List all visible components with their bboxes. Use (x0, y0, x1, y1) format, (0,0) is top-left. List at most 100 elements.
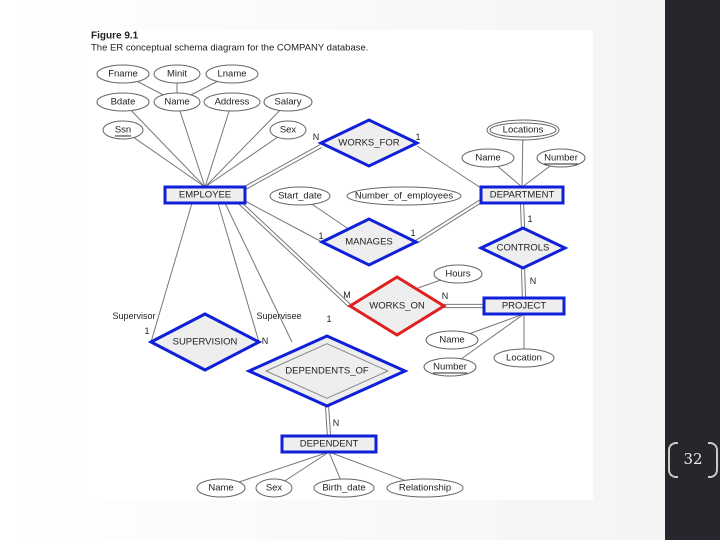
entity-employee (163, 185, 247, 205)
attribute-label-dep-name: Name (208, 483, 233, 494)
attribute-label-relationship: Relationship (399, 483, 451, 494)
edge-dependents-of-dependent (324, 406, 328, 437)
relationship-works-on (347, 275, 447, 337)
attribute-label-proj-name: Name (439, 335, 464, 346)
cardinality-do-n: N (333, 418, 340, 428)
figure-caption: The ER conceptual schema diagram for the… (91, 43, 368, 54)
edge-employee-manages (244, 200, 323, 243)
attribute-bdate (96, 92, 150, 112)
relationship-label-supervision: SUPERVISION (173, 337, 238, 348)
attribute-label-hours: Hours (445, 269, 471, 280)
edge-employee-bdate (122, 101, 206, 188)
cardinality-mg-1a: 1 (318, 231, 323, 241)
relationship-controls (477, 226, 569, 270)
relationship-label-manages: MANAGES (345, 237, 393, 248)
edge-employee-ssn (122, 129, 206, 188)
page-number-badge: 32 (668, 442, 718, 478)
attribute-birth-date (313, 478, 375, 498)
edge-employee-address (204, 101, 233, 188)
relationship-label-controls: CONTROLS (497, 243, 550, 254)
relationship-label-dependents-of: DEPENDENTS_OF (285, 366, 369, 377)
attribute-label-proj-number: Number (433, 362, 467, 373)
attribute-inner-ring (489, 122, 557, 138)
cardinality-sv-n: N (262, 336, 269, 346)
role-supervisor: Supervisor (112, 311, 155, 321)
attribute-salary (263, 92, 313, 112)
attribute-dep-sex (255, 478, 293, 498)
edge-department-controls (523, 202, 526, 228)
attribute-label-dept-name: Name (475, 153, 500, 164)
attribute-dep-name (196, 478, 246, 498)
entity-label-dependent: DEPENDENT (300, 439, 359, 450)
entity-project (482, 296, 566, 316)
attribute-name (153, 92, 201, 112)
edge-employee-dependents-of (224, 202, 293, 343)
attribute-label-salary: Salary (275, 97, 302, 108)
edge-employee-sex (204, 129, 289, 188)
figure-number: Figure 9.1 (91, 31, 139, 42)
edge-employee-works-for (245, 146, 323, 190)
edge-manages-department (416, 201, 483, 244)
attribute-label-number-of-employees: Number_of_employees (355, 191, 453, 202)
cardinality-wf-n: N (313, 132, 320, 142)
edge-works-for-department (416, 145, 482, 189)
edge-department-controls (519, 203, 522, 229)
attribute-lname (205, 64, 259, 84)
cardinality-mg-1b: 1 (410, 228, 415, 238)
entity-label-employee: EMPLOYEE (179, 190, 231, 201)
attribute-start-date (269, 186, 331, 206)
attribute-label-address: Address (215, 97, 250, 108)
cardinality-wf-1: 1 (415, 132, 420, 142)
attribute-label-bdate: Bdate (111, 97, 136, 108)
relationship-works-for (317, 118, 421, 168)
attribute-minit (153, 64, 201, 84)
attribute-sex (269, 120, 307, 140)
edge-controls-project (520, 268, 523, 299)
relationship-manages (318, 217, 420, 267)
relationship-inner-diamond (264, 343, 390, 399)
attribute-label-dep-sex: Sex (266, 483, 283, 494)
edge-employee-works-on (238, 203, 350, 308)
edge-project-proj_number (449, 313, 525, 368)
edge-supervisee (217, 202, 260, 343)
relationship-label-works-on: WORKS_ON (369, 301, 425, 312)
edge-supervisor (150, 202, 193, 343)
attribute-label-minit: Minit (167, 69, 187, 80)
edge-controls-project (524, 267, 527, 298)
attribute-proj-number (423, 357, 477, 377)
entity-label-department: DEPARTMENT (490, 190, 555, 201)
attribute-label-fname: Fname (108, 69, 138, 80)
attribute-label-location: Location (506, 353, 542, 364)
edge-employee-salary (204, 101, 289, 188)
attribute-label-birth-date: Birth_date (322, 483, 365, 494)
entity-dependent (280, 434, 378, 454)
attribute-label-ssn: Ssn (115, 125, 131, 136)
left-bracket (668, 442, 678, 478)
attribute-ssn (102, 120, 144, 140)
attribute-label-dept-number: Number (544, 153, 578, 164)
edge-employee-name (176, 101, 206, 188)
attribute-label-sex: Sex (280, 125, 297, 136)
relationship-dependents-of (245, 334, 409, 408)
attribute-proj-name (425, 330, 479, 350)
cardinality-do-1: 1 (326, 314, 331, 324)
cardinality-ct-1: 1 (527, 214, 532, 224)
attribute-fname (96, 64, 150, 84)
slide-side-band (665, 0, 720, 540)
attribute-number-of-employees (346, 186, 462, 206)
attribute-locations (486, 119, 560, 141)
relationship-label-works-for: WORKS_FOR (338, 138, 399, 149)
role-supervisee: Supervisee (256, 311, 301, 321)
attribute-label-name: Name (164, 97, 189, 108)
entity-label-project: PROJECT (502, 301, 547, 312)
attribute-label-lname: Lname (217, 69, 246, 80)
attribute-dept-number (536, 148, 586, 168)
page-number: 32 (683, 450, 703, 468)
attribute-label-locations: Locations (503, 125, 544, 136)
edge-manages-department (414, 199, 481, 242)
cardinality-wo-n: N (442, 291, 449, 301)
cardinality-sv-1: 1 (144, 326, 149, 336)
entity-department (479, 185, 565, 205)
